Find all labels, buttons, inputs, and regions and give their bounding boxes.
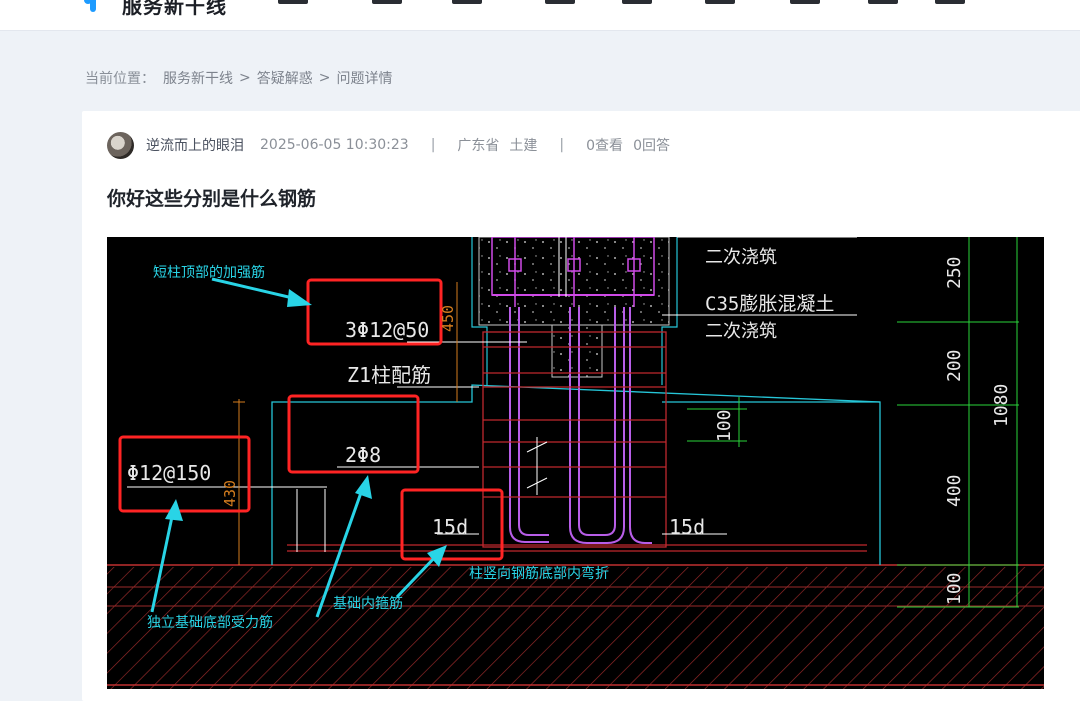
breadcrumb-item-detail: 问题详情 xyxy=(336,71,393,87)
highlight-anchor xyxy=(400,488,504,561)
label-grout: 二次浇筑 xyxy=(705,321,777,342)
highlight-mid-rebar xyxy=(287,394,420,474)
nav-item[interactable] xyxy=(372,0,406,8)
cad-drawing-image[interactable]: 3Φ12@50 Z1柱配筋 2Φ8 Φ12@150 15d 15d 二次浇筑 C… xyxy=(107,237,1044,689)
label-column-rebar: Z1柱配筋 xyxy=(347,363,431,387)
label-anchor-left: 15d xyxy=(432,515,468,539)
cad-drawing-svg: 3Φ12@50 Z1柱配筋 2Φ8 Φ12@150 15d 15d 二次浇筑 C… xyxy=(107,237,1044,689)
dim-250: 250 xyxy=(944,256,965,289)
annotation-stirrup: 基础内箍筋 xyxy=(333,595,403,612)
meta-divider: | xyxy=(559,137,565,153)
annotation-bottom-bar: 独立基础底部受力筋 xyxy=(147,614,273,631)
highlight-left-rebar xyxy=(118,435,251,513)
label-rebar-mid: 2Φ8 xyxy=(345,443,381,467)
label-grout-top: 二次浇筑 xyxy=(705,247,777,268)
dim-200: 200 xyxy=(944,349,965,382)
dim-400: 400 xyxy=(944,474,965,507)
dim-100-mid: 100 xyxy=(714,409,735,442)
label-concrete: C35膨胀混凝土 xyxy=(705,293,834,315)
nav-item[interactable] xyxy=(935,0,969,8)
nav-item[interactable] xyxy=(790,0,824,8)
dim-450: 450 xyxy=(439,305,457,332)
brand-logo-icon[interactable] xyxy=(84,0,106,16)
question-meta: 逆流而上的眼泪 2025-06-05 10:30:23 | 广东省 土建 | 0… xyxy=(107,131,670,159)
dim-1080: 1080 xyxy=(991,384,1012,427)
nav-item[interactable] xyxy=(452,0,486,8)
dim-430: 430 xyxy=(221,480,239,507)
nav-item[interactable] xyxy=(545,0,579,8)
question-title: 你好这些分别是什么钢筋 xyxy=(107,188,317,210)
top-navigation: 服务新干线 xyxy=(0,0,1080,31)
label-rebar-top: 3Φ12@50 xyxy=(345,318,429,342)
question-card: 逆流而上的眼泪 2025-06-05 10:30:23 | 广东省 土建 | 0… xyxy=(82,111,1080,701)
highlight-top-rebar xyxy=(306,278,443,346)
nav-item[interactable] xyxy=(278,0,312,8)
label-rebar-left: Φ12@150 xyxy=(127,461,211,485)
answer-count: 0回答 xyxy=(633,138,670,154)
breadcrumb-label: 当前位置： xyxy=(85,71,155,87)
category-tag: 土建 xyxy=(509,138,538,154)
nav-item[interactable] xyxy=(868,0,902,8)
post-time: 2025-06-05 10:30:23 xyxy=(260,137,409,153)
annotation-bend: 柱竖向钢筋底部内弯折 xyxy=(469,565,609,582)
avatar[interactable] xyxy=(107,131,134,159)
region-tag: 广东省 xyxy=(457,138,500,154)
breadcrumb-item-home[interactable]: 服务新干线 xyxy=(163,71,233,87)
view-count: 0查看 xyxy=(586,138,624,154)
label-anchor-right: 15d xyxy=(669,515,705,539)
breadcrumb-separator: > xyxy=(318,70,331,86)
nav-item[interactable] xyxy=(622,0,656,8)
annotation-top-bar: 短柱顶部的加强筋 xyxy=(153,264,265,281)
brand-logo-text[interactable]: 服务新干线 xyxy=(122,0,227,18)
meta-divider: | xyxy=(430,137,436,153)
breadcrumb: 当前位置： 服务新干线 > 答疑解惑 > 问题详情 xyxy=(85,68,392,88)
dim-100-bottom: 100 xyxy=(944,572,965,605)
nav-item[interactable] xyxy=(705,0,739,8)
author-name[interactable]: 逆流而上的眼泪 xyxy=(146,138,244,154)
breadcrumb-separator: > xyxy=(239,70,251,86)
breadcrumb-item-qa[interactable]: 答疑解惑 xyxy=(256,71,313,87)
